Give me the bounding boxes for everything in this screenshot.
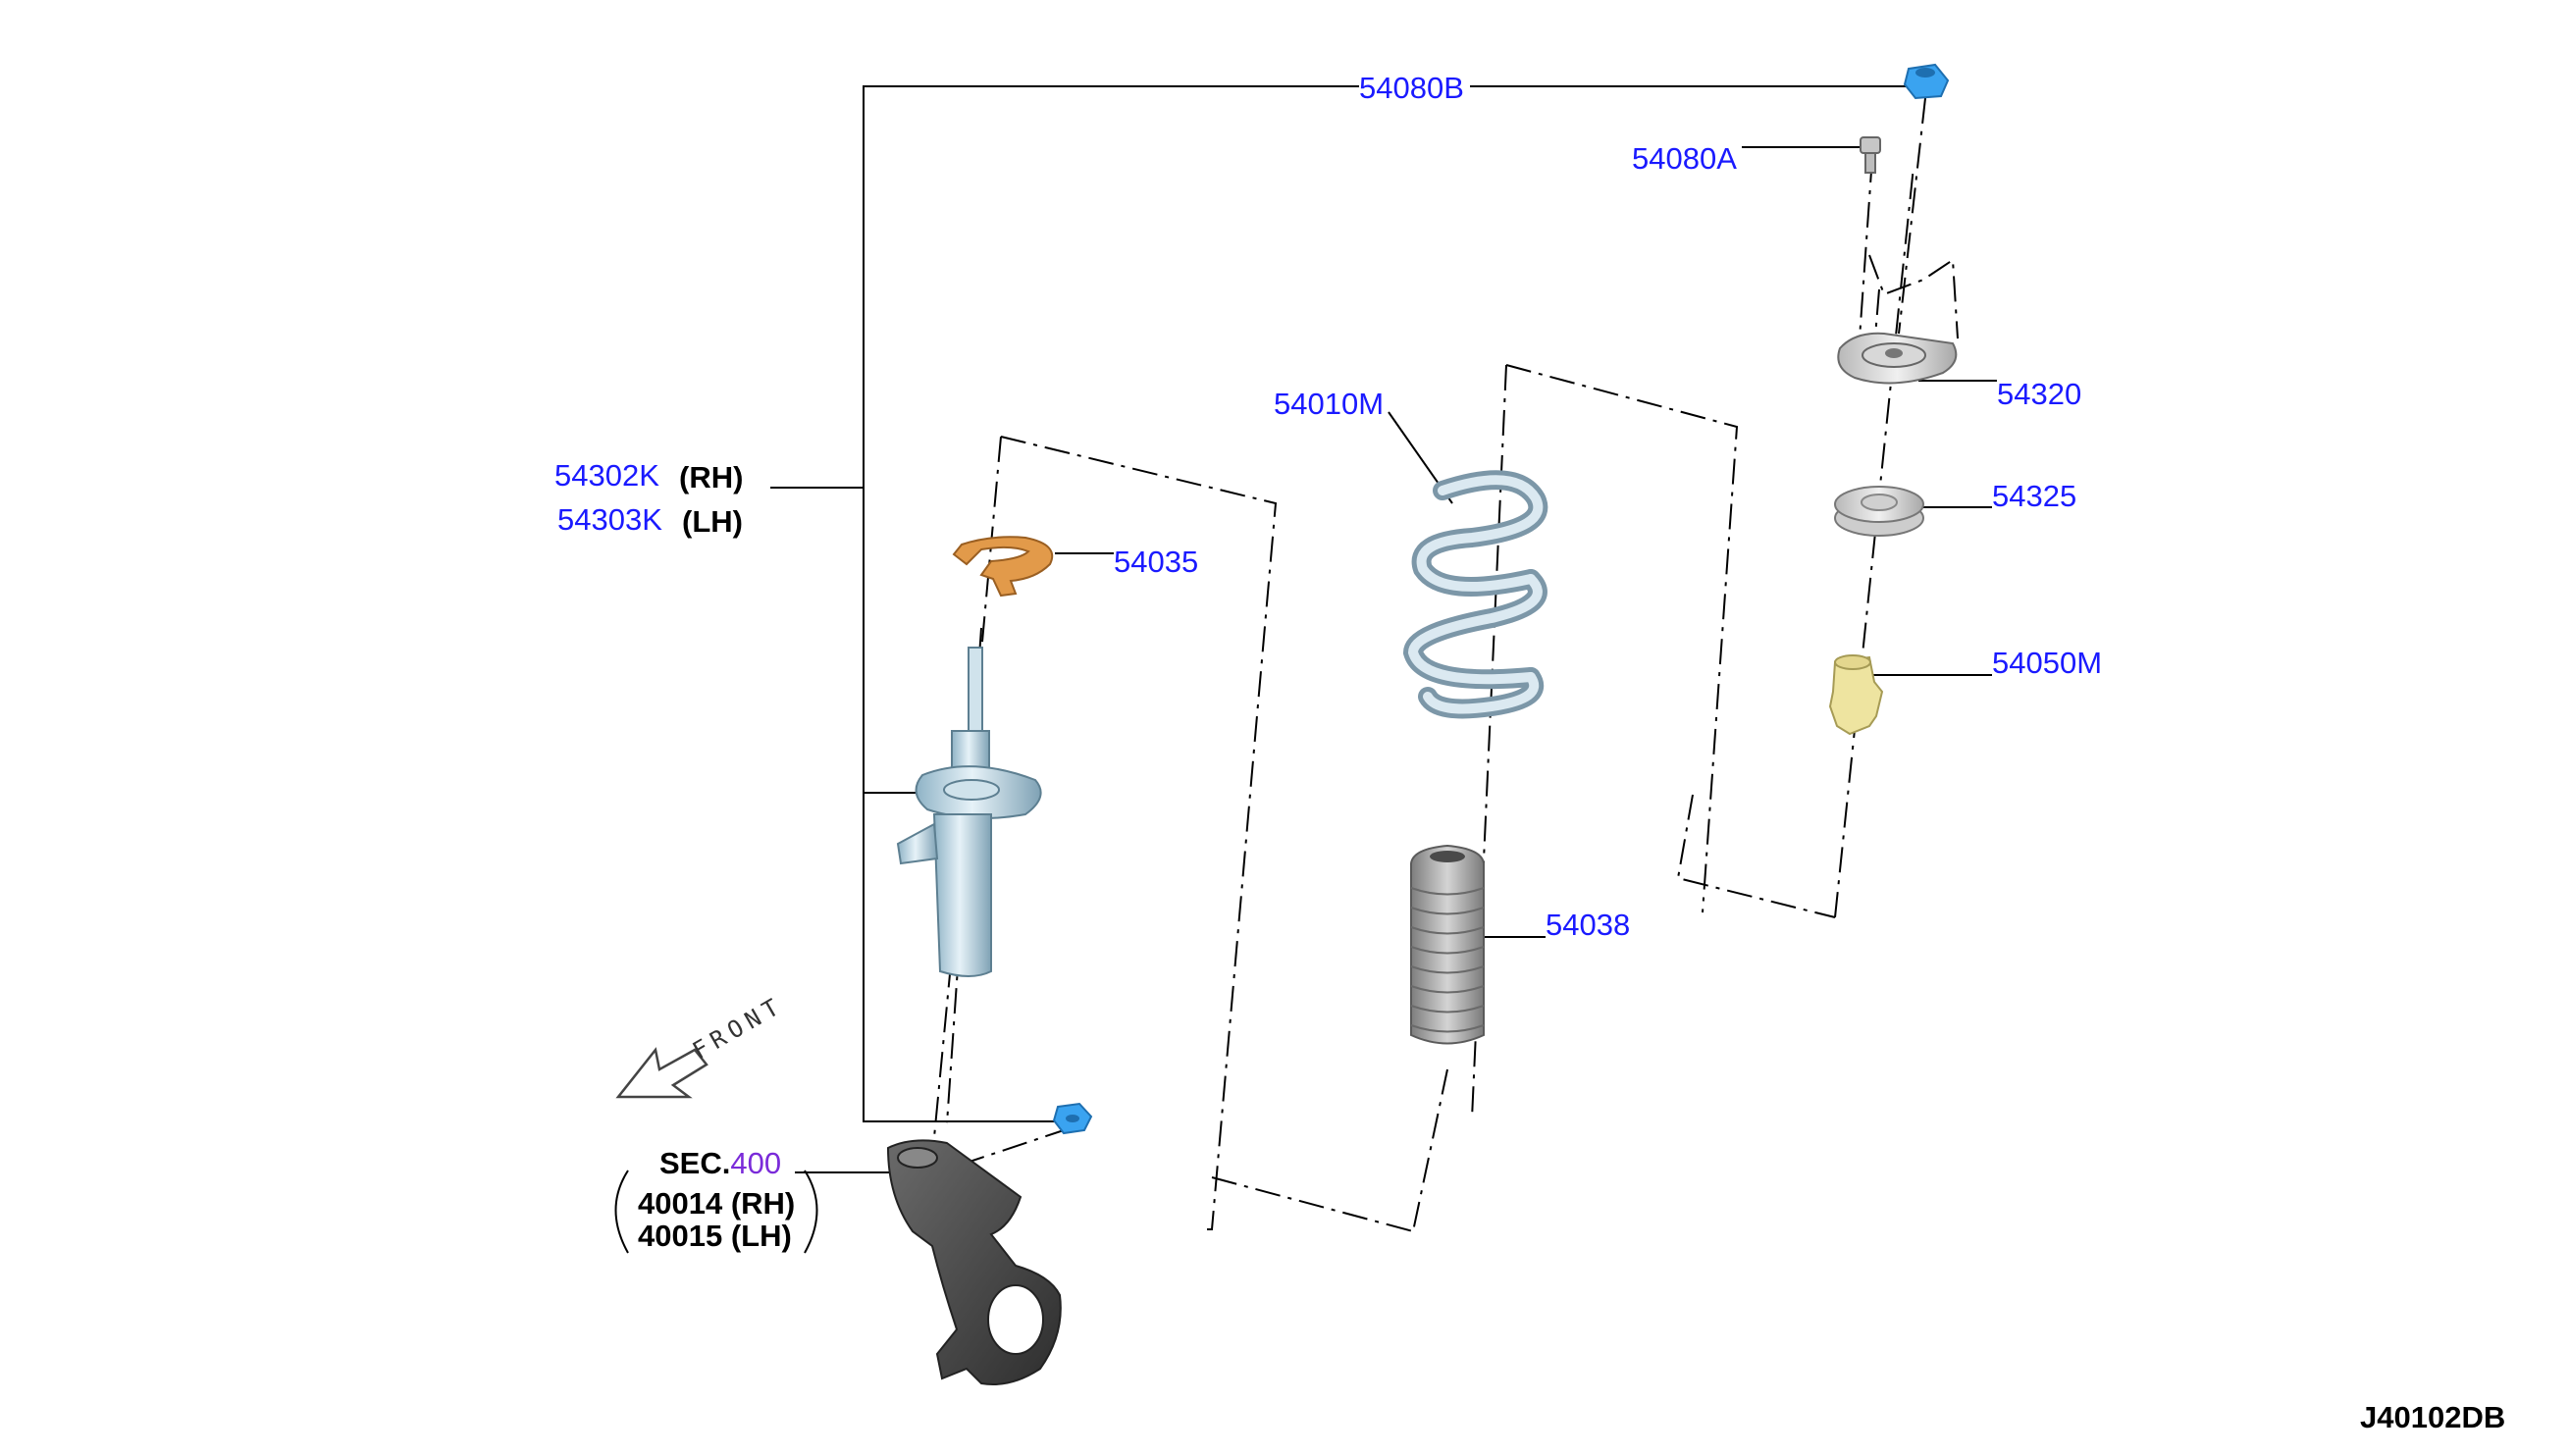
label-54080a[interactable]: 54080A — [1632, 141, 1737, 176]
front-label: FRONT — [688, 991, 789, 1065]
section-prefix: SEC. — [659, 1146, 730, 1180]
label-54320[interactable]: 54320 — [1997, 377, 2081, 411]
label-54303k[interactable]: 54303K — [557, 502, 662, 537]
front-arrow-icon — [615, 1047, 708, 1099]
coil-spring-54010m-highlight — [1407, 475, 1544, 714]
nut-54080b-illustration — [1903, 63, 1950, 100]
label-54080b[interactable]: 54080B — [1359, 71, 1464, 105]
label-54050m[interactable]: 54050M — [1992, 646, 2102, 680]
bolt-54080a-illustration — [1860, 136, 1881, 174]
label-40014-rh: 40014 (RH) — [638, 1186, 795, 1221]
label-54325[interactable]: 54325 — [1992, 479, 2076, 513]
label-54035[interactable]: 54035 — [1114, 545, 1198, 579]
label-54010m[interactable]: 54010M — [1274, 387, 1384, 421]
strut-assembly-illustration — [896, 647, 1042, 977]
knuckle-callout-close-paren — [804, 1170, 818, 1254]
seat-clip-54035-illustration — [952, 536, 1054, 598]
knuckle-callout-open-paren — [614, 1170, 629, 1254]
diagram-code: J40102DB — [2360, 1400, 2505, 1434]
section-reference[interactable]: SEC.400 — [659, 1146, 781, 1180]
label-40015-lh: 40015 (LH) — [638, 1219, 792, 1253]
strut-mount-54320-illustration — [1837, 332, 1958, 385]
knuckle-nut-illustration — [1052, 1102, 1093, 1135]
section-number[interactable]: 400 — [730, 1146, 781, 1180]
steering-knuckle-illustration — [886, 1139, 1062, 1385]
phantom-lines — [931, 97, 1959, 1232]
label-lh: (LH) — [682, 504, 743, 539]
label-54038[interactable]: 54038 — [1546, 908, 1630, 942]
label-54302k[interactable]: 54302K — [554, 458, 659, 493]
dust-boot-54038-illustration — [1410, 844, 1485, 1045]
label-rh: (RH) — [679, 460, 743, 494]
bearing-54325-illustration — [1834, 486, 1924, 537]
bump-stop-54050m-illustration — [1828, 654, 1884, 736]
